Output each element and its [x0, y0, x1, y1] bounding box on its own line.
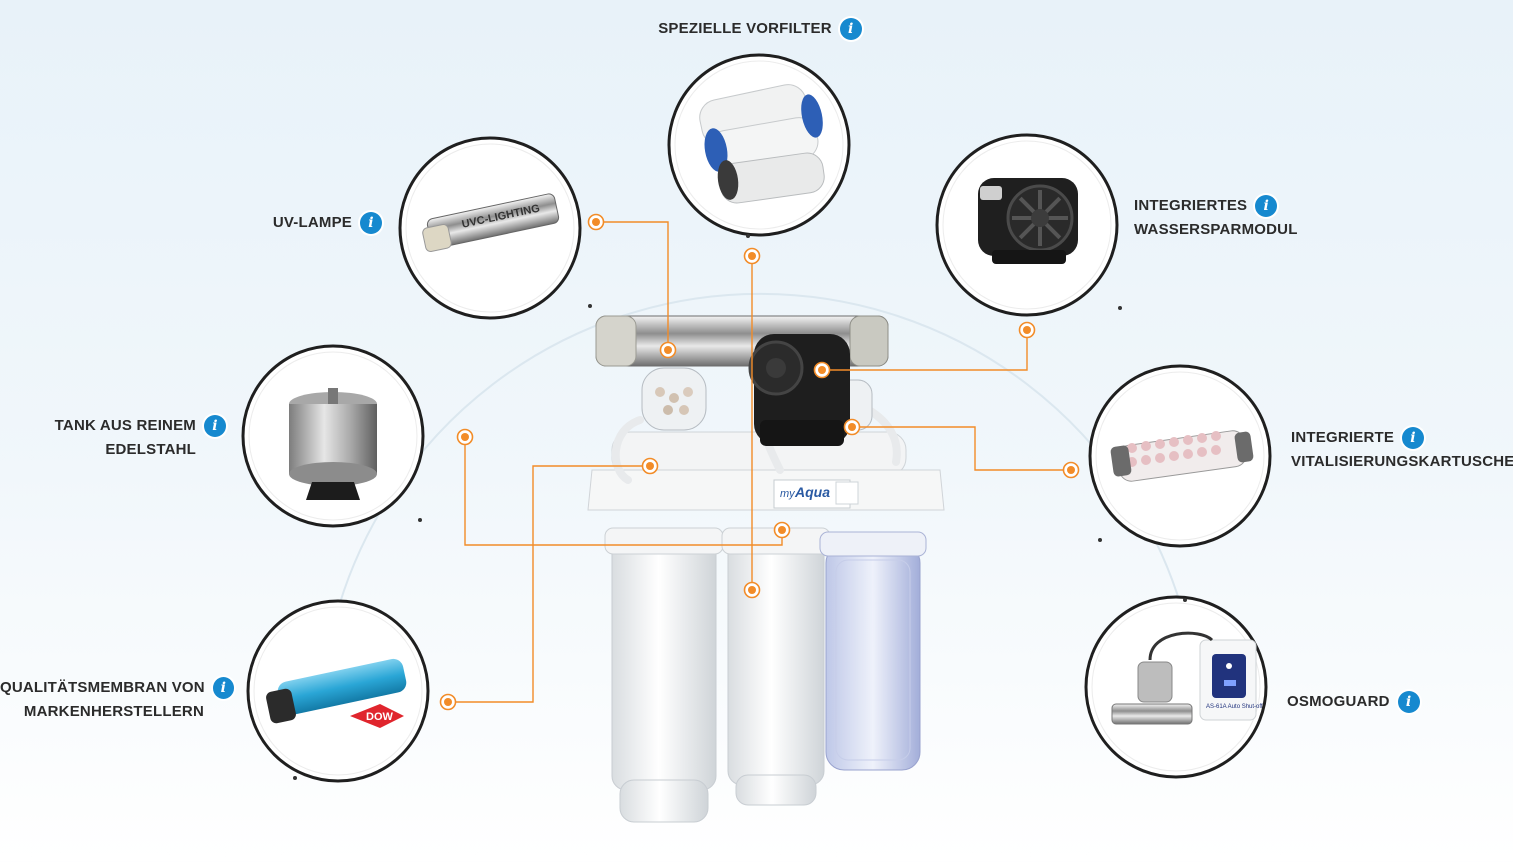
info-icon[interactable]: i	[360, 212, 382, 234]
label-text: MARKENHERSTELLERN	[23, 703, 204, 720]
hotspot-dot[interactable]	[743, 581, 761, 599]
brand-name: Aqua	[794, 484, 830, 500]
hotspot-dot[interactable]	[641, 457, 659, 475]
leader-membran	[448, 465, 650, 703]
info-icon[interactable]: i	[1255, 195, 1278, 217]
thumb-vorfilter[interactable]	[667, 53, 851, 237]
ring-tick	[1098, 538, 1102, 542]
label-spezielle-vorfilter[interactable]: SPEZIELLE VORFILTER i	[650, 17, 870, 41]
white-canister-1	[604, 527, 724, 823]
label-text: INTEGRIERTE	[1291, 429, 1395, 446]
label-text: EDELSTAHL	[105, 441, 196, 458]
thumb-tank[interactable]	[241, 344, 425, 528]
mounting-bracket: my Aqua	[587, 469, 945, 511]
brand-prefix: my	[780, 488, 796, 500]
hotspot-dots	[439, 213, 1080, 711]
label-tank-aus-reinem-edelstahl[interactable]: TANK AUS REINEM i EDELSTAHL	[20, 414, 226, 462]
white-canister-2	[721, 527, 831, 806]
thumb-uv-lampe[interactable]: UVC-LIGHTING	[398, 136, 582, 320]
hotspot-dot[interactable]	[843, 418, 861, 436]
ring-tick	[293, 776, 297, 780]
leader-vital	[852, 426, 1071, 471]
info-icon[interactable]: i	[204, 415, 226, 437]
hotspot-dot[interactable]	[1062, 461, 1080, 479]
hotspot-dot[interactable]	[439, 693, 457, 711]
label-text: TANK AUS REINEM	[54, 417, 196, 434]
label-integrierte-vitalisierungskartusche[interactable]: INTEGRIERTE i VITALISIERUNGSKARTUSCHE	[1291, 426, 1513, 474]
label-qualitaetsmembran[interactable]: QUALITÄTSMEMBRAN VON i MARKENHERSTELLERN	[0, 676, 234, 724]
ring-tick	[418, 518, 422, 522]
water-saving-pump	[748, 334, 850, 446]
membrane-brand-text: DOW	[366, 711, 394, 723]
clear-canister	[819, 531, 927, 771]
hotspot-dot[interactable]	[1018, 321, 1036, 339]
label-text: INTEGRIERTES	[1134, 197, 1248, 214]
hotspot-dot[interactable]	[773, 521, 791, 539]
ring-tick	[1183, 598, 1187, 602]
leader-wasserspar	[822, 330, 1028, 371]
hotspot-dot[interactable]	[659, 341, 677, 359]
thumb-osmoguard[interactable]: AS-61A Auto Shut-off	[1084, 595, 1268, 779]
label-integriertes-wassersparmodul[interactable]: INTEGRIERTES i WASSERSPARMODUL	[1134, 194, 1324, 242]
thumb-membran[interactable]: DOW	[246, 599, 430, 783]
info-icon[interactable]: i	[839, 18, 862, 40]
label-text: VITALISIERUNGSKARTUSCHE	[1291, 453, 1513, 470]
info-icon[interactable]: i	[212, 677, 234, 699]
osmoguard-device-text: AS-61A Auto Shut-off	[1206, 704, 1263, 710]
info-icon[interactable]: i	[1397, 691, 1420, 713]
thumb-wassersparmodul[interactable]	[935, 133, 1119, 317]
thumb-vitalisierung[interactable]	[1088, 364, 1272, 548]
info-icon[interactable]: i	[1402, 427, 1425, 449]
ring-tick	[746, 234, 750, 238]
label-text: QUALITÄTSMEMBRAN VON	[0, 679, 205, 696]
hotspot-dot[interactable]	[813, 361, 831, 379]
ring-tick	[1118, 306, 1122, 310]
label-uv-lampe[interactable]: UV-LAMPE i	[230, 211, 382, 235]
hotspot-dot[interactable]	[456, 428, 474, 446]
ring-tick	[588, 304, 592, 308]
leader-uv	[596, 221, 669, 350]
hotspot-dot[interactable]	[587, 213, 605, 231]
label-text: SPEZIELLE VORFILTER	[658, 20, 832, 37]
hotspot-dot[interactable]	[743, 247, 761, 265]
label-osmoguard[interactable]: OSMOGUARD i	[1287, 690, 1437, 714]
label-text: WASSERSPARMODUL	[1134, 221, 1298, 238]
label-text: OSMOGUARD	[1287, 693, 1390, 710]
label-text: UV-LAMPE	[272, 214, 352, 231]
water-filter-unit-image: my Aqua	[587, 315, 945, 823]
